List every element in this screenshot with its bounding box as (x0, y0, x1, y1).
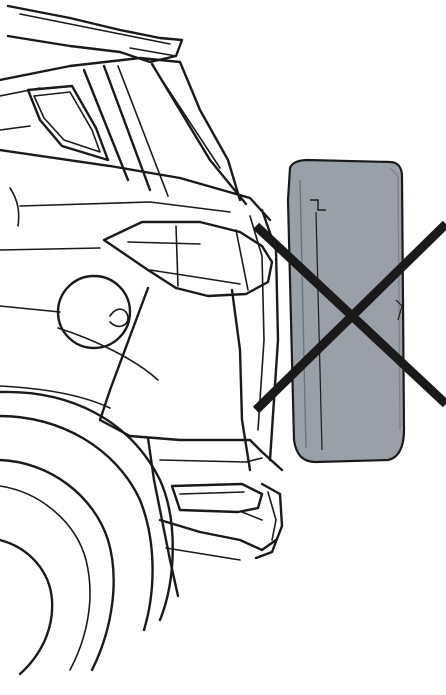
roof-line (0, 56, 242, 202)
roof-spoiler (6, 4, 184, 64)
rear-bumper (98, 418, 284, 598)
body-side (0, 286, 252, 472)
quarter-window (26, 84, 110, 162)
rear-wheel (0, 390, 174, 676)
cross-x-icon (252, 220, 446, 414)
tail-lamp (102, 220, 274, 298)
rear-hatch-edge (249, 208, 280, 462)
body-shoulder (0, 148, 272, 313)
rear-glass (0, 62, 248, 206)
fuel-door (56, 274, 132, 350)
